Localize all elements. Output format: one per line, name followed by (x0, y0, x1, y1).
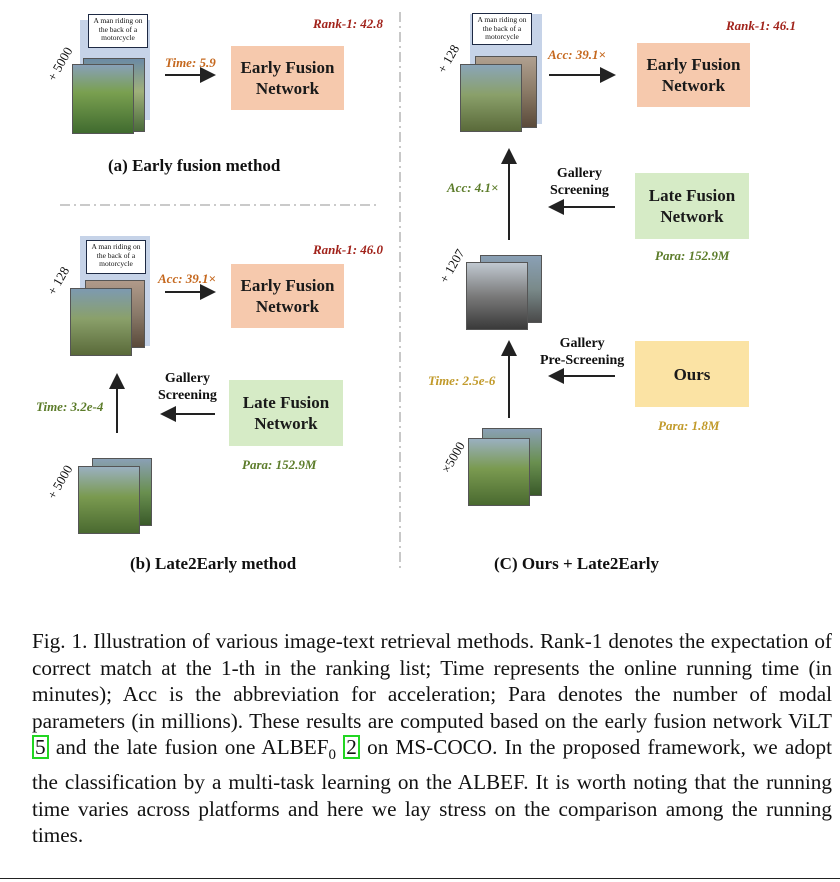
caption-text: on MS-COCO. In the proposed framework, w… (32, 735, 832, 848)
pre-screening-label: Gallery Pre-Screening (540, 336, 625, 368)
early-fusion-box: Early Fusion Network (231, 264, 344, 328)
image-thumbnail (466, 262, 528, 330)
figure-caption: Fig. 1. Illustration of various image-te… (32, 628, 832, 849)
para-label: Para: 1.8M (658, 418, 720, 433)
time-label: Time: 2.5e-6 (428, 373, 496, 388)
text-query-card: A man riding on the back of a motorcycle (86, 240, 146, 274)
image-thumbnail (70, 288, 132, 356)
rank-label: Rank-1: 46.0 (313, 242, 384, 257)
ours-box: Ours (635, 341, 749, 407)
caption-text: and the late fusion one ALBEF (48, 735, 329, 760)
acc-label: Acc: 39.1× (158, 271, 216, 286)
citation-link[interactable]: 2 (343, 735, 360, 760)
screening-label: Gallery Screening (158, 371, 217, 403)
early-fusion-box: Early Fusion Network (637, 43, 750, 107)
subscript: 0 (328, 747, 337, 764)
text-query-card: A man riding on the back of a motorcycle (88, 14, 148, 48)
para-label: Para: 152.9M (242, 457, 317, 472)
image-thumbnail (468, 438, 530, 506)
subfigure-caption: (a) Early fusion method (108, 156, 281, 175)
para-label: Para: 152.9M (655, 248, 730, 263)
early-fusion-box: Early Fusion Network (231, 46, 344, 110)
late-fusion-box: Late Fusion Network (635, 173, 749, 239)
rank-label: Rank-1: 42.8 (313, 16, 384, 31)
caption-text: Fig. 1. Illustration of various image-te… (32, 629, 832, 733)
figure-dividers (60, 12, 401, 572)
bottom-rule (0, 878, 840, 879)
figure-arrows (109, 67, 616, 433)
time-label: Time: 3.2e-4 (36, 399, 104, 414)
late-fusion-box: Late Fusion Network (229, 380, 343, 446)
citation-link[interactable]: 5 (32, 735, 49, 760)
acc-label: Acc: 39.1× (548, 47, 606, 62)
image-thumbnail (78, 466, 140, 534)
subfigure-caption: (b) Late2Early method (130, 554, 297, 573)
image-thumbnail (460, 64, 522, 132)
screening-label: Gallery Screening (550, 166, 609, 198)
time-label: Time: 5.9 (165, 55, 216, 70)
subfigure-caption: (C) Ours + Late2Early (494, 554, 660, 573)
image-thumbnail (72, 64, 134, 134)
rank-label: Rank-1: 46.1 (726, 18, 797, 33)
text-query-card: A man riding on the back of a motorcycle (472, 13, 532, 45)
caption-text (336, 735, 343, 759)
acc-label: Acc: 4.1× (447, 180, 499, 195)
